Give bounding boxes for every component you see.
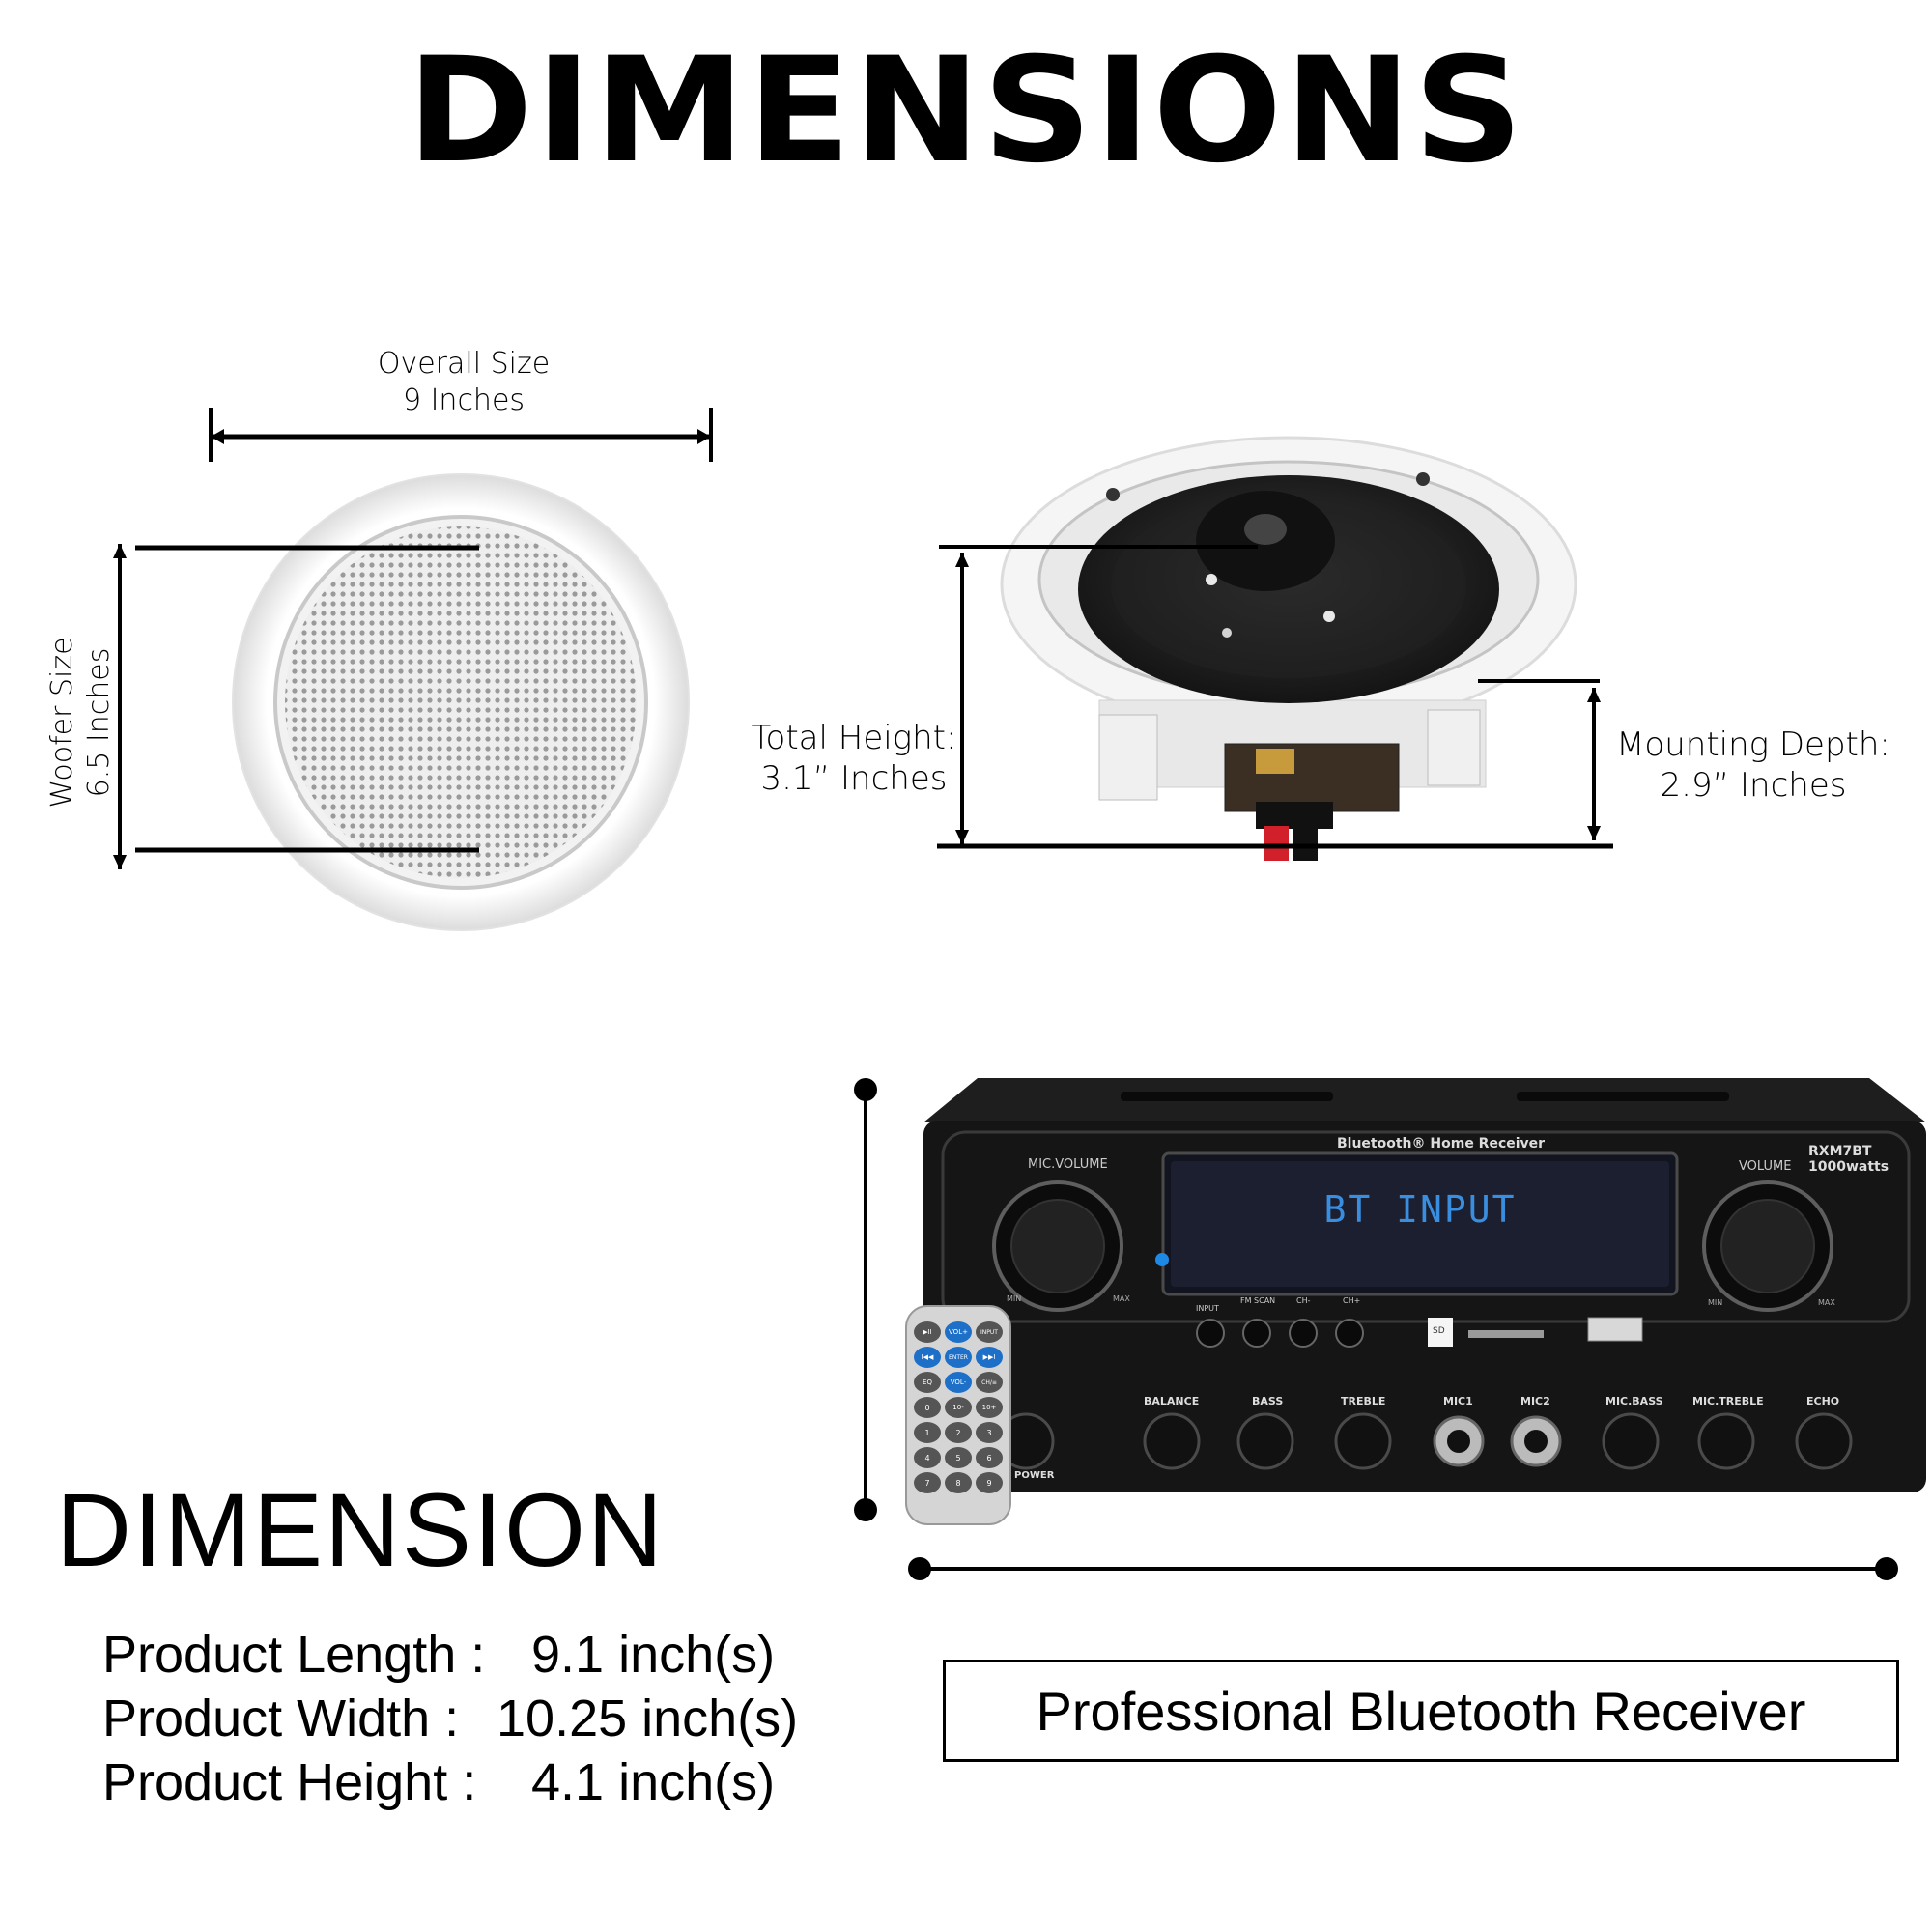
model-text: RXM7BT: [1808, 1144, 1872, 1159]
mounting-depth-arrow: [1478, 679, 1601, 840]
btn-fmscan-label: FM SCAN: [1240, 1296, 1276, 1305]
max-label-left: MAX: [1113, 1294, 1130, 1303]
remote-key: ENTER: [945, 1347, 972, 1368]
spec-height-label: Product Height :: [102, 1753, 477, 1811]
woofer-size-arrow: [113, 544, 479, 869]
dimension-heading: DIMENSION: [56, 1471, 666, 1588]
page-title: DIMENSIONS: [407, 27, 1525, 195]
total-height-label: Total Height: 3.1” Inches: [738, 718, 970, 799]
spec-width-value: 10.25 inch(s): [497, 1690, 799, 1747]
ceiling-speaker-angled: [1000, 436, 1577, 861]
remote-control: ▶II VOL+ INPUT I◀◀ ENTER ▶▶I EQ VOL- CH/…: [914, 1321, 1003, 1493]
remote-key: ▶II: [914, 1321, 941, 1343]
knob-label-mic-bass: MIC.BASS: [1605, 1395, 1663, 1407]
sd-label: SD: [1433, 1326, 1445, 1336]
spec-height: Product Height : 4.1 inch(s): [102, 1750, 775, 1814]
spec-length-value: 9.1 inch(s): [531, 1626, 776, 1684]
mounting-depth-text: Mounting Depth:: [1616, 725, 1890, 764]
receiver-brand: Bluetooth® Home Receiver: [1337, 1136, 1546, 1151]
mounting-depth-label: Mounting Depth: 2.9” Inches: [1604, 724, 1903, 806]
ceiling-speaker-front: [232, 473, 690, 931]
min-label-right: MIN: [1708, 1298, 1723, 1307]
remote-key: 8: [945, 1472, 972, 1493]
remote-key: 4: [914, 1447, 941, 1468]
knob-label-mic1: MIC1: [1443, 1395, 1473, 1407]
overall-size-text: Overall Size: [377, 347, 551, 381]
remote-key: 7: [914, 1472, 941, 1493]
power-text: 1000watts: [1808, 1159, 1889, 1175]
woofer-size-label: Woofer Size 6.5 Inches: [44, 587, 118, 858]
remote-key: VOL+: [945, 1321, 972, 1343]
receiver-height-arrow: [854, 1078, 877, 1521]
remote-key: 6: [976, 1447, 1003, 1468]
total-height-text: Total Height:: [751, 719, 957, 757]
remote-key: ▶▶I: [976, 1347, 1003, 1368]
power-label: POWER: [1014, 1470, 1055, 1481]
remote-key: 3: [976, 1422, 1003, 1443]
overall-size-value: 9 Inches: [402, 384, 526, 417]
spec-width-label: Product Width :: [102, 1690, 460, 1747]
remote-key: VOL-: [945, 1372, 972, 1393]
remote-key: 0: [914, 1397, 941, 1418]
woofer-size-value: 6.5 Inches: [82, 647, 116, 798]
mic-volume-label: MIC.VOLUME: [1028, 1157, 1108, 1172]
remote-key: 2: [945, 1422, 972, 1443]
knob-label-bass: BASS: [1252, 1395, 1284, 1407]
min-label-left: MIN: [1007, 1294, 1022, 1303]
volume-label: VOLUME: [1739, 1159, 1792, 1174]
btn-chplus-label: CH+: [1343, 1296, 1361, 1305]
spec-length-label: Product Length :: [102, 1626, 486, 1684]
product-caption: Professional Bluetooth Receiver: [943, 1660, 1899, 1762]
knob-label-echo: ECHO: [1806, 1395, 1840, 1407]
knob-label-balance: BALANCE: [1144, 1395, 1200, 1407]
knob-label-mic2: MIC2: [1520, 1395, 1550, 1407]
spec-height-value: 4.1 inch(s): [531, 1753, 776, 1811]
remote-key: 10+: [976, 1397, 1003, 1418]
knob-label-treble: TREBLE: [1341, 1395, 1386, 1407]
remote-key: 5: [945, 1447, 972, 1468]
btn-chminus-label: CH-: [1296, 1296, 1311, 1305]
remote-key: 10-: [945, 1397, 972, 1418]
remote-key: 9: [976, 1472, 1003, 1493]
knob-label-mic-treble: MIC.TREBLE: [1692, 1395, 1764, 1407]
receiver-model: RXM7BT 1000watts: [1808, 1144, 1889, 1175]
remote-key: I◀◀: [914, 1347, 941, 1368]
spec-length: Product Length : 9.1 inch(s): [102, 1623, 775, 1687]
receiver-width-arrow: [908, 1557, 1898, 1580]
total-height-value: 3.1” Inches: [760, 759, 948, 798]
overall-size-arrow: [209, 408, 713, 462]
max-label-right: MAX: [1818, 1298, 1835, 1307]
overall-size-label: Overall Size 9 Inches: [319, 346, 609, 419]
total-height-arrow: [937, 545, 1613, 849]
spec-width: Product Width : 10.25 inch(s): [102, 1687, 798, 1750]
btn-input-label: INPUT: [1196, 1304, 1219, 1313]
receiver-display: BT INPUT: [1323, 1188, 1517, 1231]
remote-key: EQ: [914, 1372, 941, 1393]
woofer-size-text: Woofer Size: [45, 637, 79, 809]
remote-key: 1: [914, 1422, 941, 1443]
remote-key: CH/≡: [976, 1372, 1003, 1393]
mounting-depth-value: 2.9” Inches: [1660, 766, 1847, 805]
remote-key: INPUT: [976, 1321, 1003, 1343]
